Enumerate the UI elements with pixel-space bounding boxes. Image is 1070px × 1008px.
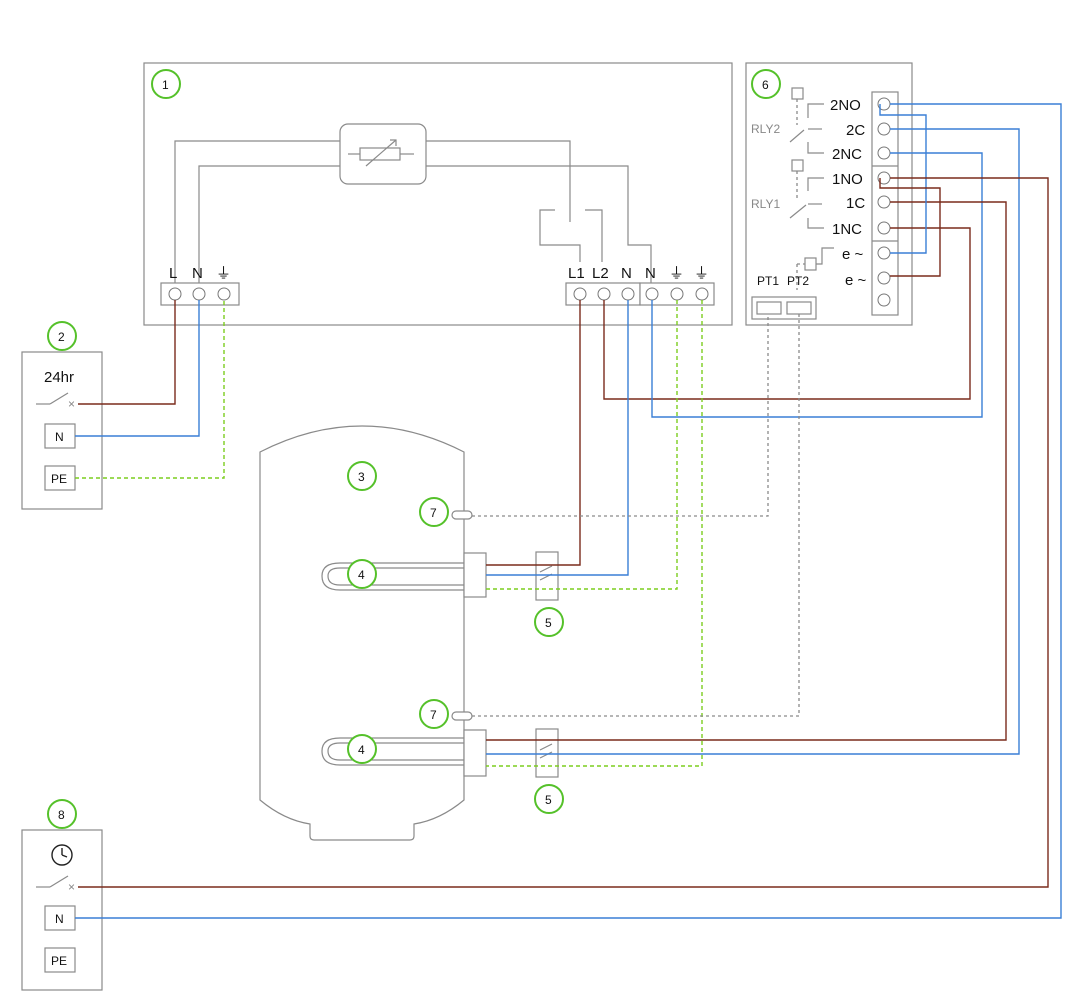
badge-cylinder: 3 [347, 461, 377, 491]
terminal-label-L2: L2 [592, 265, 609, 282]
clock-timer-neutral-label: N [55, 912, 64, 926]
switch-icon: × [36, 392, 75, 411]
relay-terminal-1C: 1C [846, 195, 865, 212]
svg-text:1: 1 [162, 78, 169, 92]
immersion-heater-lower [321, 729, 487, 777]
terminal-label-earth2: ⏚ [694, 265, 709, 282]
terminal-label-earth: ⏚ [216, 265, 231, 282]
terminal-label-N1: N [621, 265, 632, 282]
svg-text:5: 5 [545, 793, 552, 807]
relay-unit: 2NO 2C 2NC 1NO 1C 1NC e ~ e ~ RLY2 RLY1 … [745, 62, 913, 326]
svg-text:4: 4 [358, 568, 365, 582]
svg-text:6: 6 [762, 78, 769, 92]
timer-24hr-earth-label: PE [51, 472, 67, 486]
sensor-port-label-pt2: PT2 [787, 274, 809, 288]
svg-text:×: × [68, 397, 75, 411]
clock-timer-unit: × N PE [21, 829, 103, 991]
badge-thermostat-upper: 5 [534, 607, 564, 637]
timer-24hr-neutral-label: N [55, 430, 64, 444]
timer-24hr-title: 24hr [44, 369, 74, 386]
svg-text:8: 8 [58, 808, 65, 822]
clock-icon [51, 844, 73, 866]
switch-icon: × [36, 875, 75, 894]
sensor-port-label-pt1: PT1 [757, 274, 779, 288]
terminal-label-earth1: ⏚ [669, 265, 684, 282]
sensor-pocket [451, 510, 473, 520]
thermostat-upper [535, 551, 559, 601]
badge-timer-24hr: 2 [47, 321, 77, 351]
svg-text:4: 4 [358, 743, 365, 757]
terminal-label-L1: L1 [568, 265, 585, 282]
clock-timer-earth-label: PE [51, 954, 67, 968]
variable-resistor-symbol [348, 139, 414, 167]
badge-sensor-upper: 7 [419, 497, 449, 527]
svg-text:3: 3 [358, 470, 365, 484]
sensor-pocket [451, 711, 473, 721]
relay-terminal-e1: e ~ [842, 246, 864, 263]
badge-controller: 1 [151, 69, 181, 99]
badge-clock-timer: 8 [47, 799, 77, 829]
svg-text:7: 7 [430, 708, 437, 722]
relay-terminal-2NC: 2NC [832, 146, 862, 163]
immersion-heater-upper [321, 552, 487, 598]
badge-immersion-upper: 4 [347, 559, 377, 589]
badge-relay: 6 [751, 69, 781, 99]
relay-terminal-e2: e ~ [845, 272, 867, 289]
timer-24hr-unit: 24hr × N PE [21, 351, 103, 510]
terminal-label-L: L [169, 265, 177, 282]
wiring [75, 103, 1062, 919]
relay-terminal-2C: 2C [846, 122, 865, 139]
badge-thermostat-lower: 5 [534, 784, 564, 814]
terminal-label-N2: N [645, 265, 656, 282]
controller-unit: L N ⏚ L1 L2 N N ⏚ ⏚ [143, 62, 733, 326]
relay-label-rly2: RLY2 [751, 122, 780, 136]
svg-text:2: 2 [58, 330, 65, 344]
svg-text:×: × [68, 880, 75, 894]
hot-water-cylinder [259, 425, 487, 841]
variable-resistor-icon [339, 123, 427, 185]
relay-terminal-1NO: 1NO [832, 171, 863, 188]
badge-sensor-lower: 7 [419, 699, 449, 729]
svg-text:7: 7 [430, 506, 437, 520]
svg-text:5: 5 [545, 616, 552, 630]
thermostat-lower [535, 728, 559, 778]
relay-terminal-2NO: 2NO [830, 97, 861, 114]
relay-terminal-1NC: 1NC [832, 221, 862, 238]
relay-label-rly1: RLY1 [751, 197, 780, 211]
terminal-label-N: N [192, 265, 203, 282]
badge-immersion-lower: 4 [347, 734, 377, 764]
